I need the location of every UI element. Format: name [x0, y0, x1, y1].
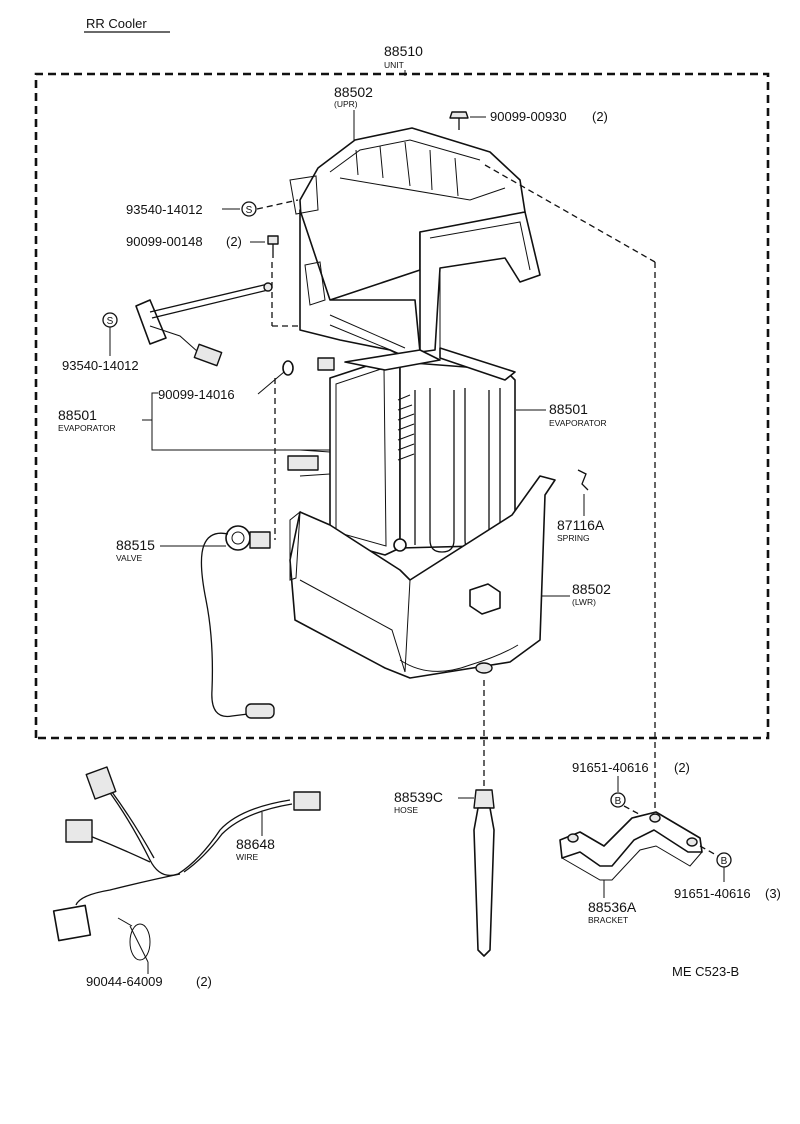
clip-b-number: 93540-14012: [62, 358, 139, 373]
unit-boundary: [34, 72, 770, 740]
clip-a-symbol: S: [246, 205, 253, 216]
clip-a-number: 93540-14012: [126, 202, 203, 217]
screw-side-qty: (2): [226, 234, 242, 249]
evap-right-number: 88501: [549, 401, 588, 417]
hose-name: HOSE: [394, 805, 418, 815]
valve-name: VALVE: [116, 553, 142, 563]
screw-top-qty: (2): [592, 109, 608, 124]
bolt-a-symbol: B: [615, 796, 622, 807]
bolt-b-number: 91651-40616: [674, 886, 751, 901]
bolt-a-number: 91651-40616: [572, 760, 649, 775]
bracket-dash-top: [484, 164, 656, 263]
lwr-name: (LWR): [572, 597, 596, 607]
diagram-code: ME C523-B: [672, 964, 739, 979]
clip-a-symbol-icon: [241, 201, 257, 217]
lwr-number: 88502: [572, 581, 611, 597]
bolt-a-qty: (2): [674, 760, 690, 775]
bracket-name: BRACKET: [588, 915, 628, 925]
hose-icon: [473, 789, 495, 957]
spring-name: SPRING: [557, 533, 590, 543]
oring-leader: [257, 371, 285, 395]
evap-right-name: EVAPORATOR: [549, 418, 607, 428]
clamp-qty: (2): [196, 974, 212, 989]
oring-icon: [282, 360, 294, 376]
spring-icon: [577, 469, 589, 491]
bolt-b-qty: (3): [765, 886, 781, 901]
upper-case: [289, 127, 541, 361]
rod-assembly-icon: [135, 282, 273, 367]
unit-number: 88510: [384, 43, 423, 59]
bracket-icon: [559, 811, 703, 881]
diagram-title: RR Cooler: [86, 16, 147, 31]
wire-harness-icon: [52, 766, 321, 963]
wire-name: WIRE: [236, 852, 259, 862]
evap-left-number: 88501: [58, 407, 97, 423]
screw-side-number: 90099-00148: [126, 234, 203, 249]
screw-top-number: 90099-00930: [490, 109, 567, 124]
unit-name: UNIT: [384, 60, 404, 70]
oring-number: 90099-14016: [158, 387, 235, 402]
clip-a-dash: [256, 199, 299, 210]
bolt-a-symbol-icon: [610, 792, 626, 808]
valve-number: 88515: [116, 537, 155, 553]
screw-side-icon: [267, 235, 279, 258]
hose-number: 88539C: [394, 789, 443, 805]
wire-number: 88648: [236, 836, 275, 852]
screw-top-icon: [449, 111, 469, 130]
upr-number: 88502: [334, 84, 373, 100]
clamp-number: 90044-64009: [86, 974, 163, 989]
clip-b-symbol: S: [107, 316, 114, 327]
bolt-b-symbol: B: [721, 856, 728, 867]
bracket-number: 88536A: [588, 899, 637, 915]
evaporator: [287, 347, 516, 556]
upr-name: (UPR): [334, 99, 358, 109]
bolt-b-dash: [699, 845, 719, 857]
evap-left-name: EVAPORATOR: [58, 423, 116, 433]
spring-number: 87116A: [557, 517, 605, 533]
valve-icon: [200, 525, 275, 719]
lower-case: [289, 475, 556, 679]
evap-left-leader: [142, 392, 330, 451]
